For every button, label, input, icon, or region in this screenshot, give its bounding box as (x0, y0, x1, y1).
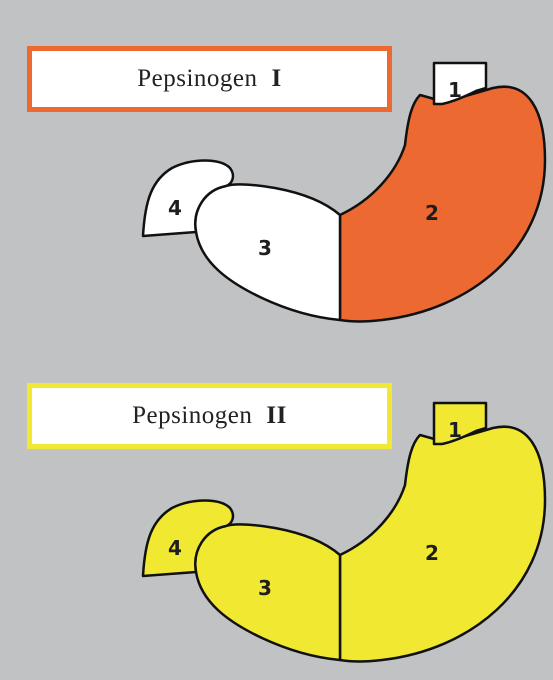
region-3-label: 3 (258, 236, 272, 260)
region-1-label: 1 (448, 78, 462, 102)
stomach-diagram-pepsinogen-i: 1 2 3 4 (0, 0, 553, 340)
region-3-label: 3 (258, 576, 272, 600)
region-2-label: 2 (425, 201, 439, 225)
region-2-label: 2 (425, 541, 439, 565)
region-1-label: 1 (448, 418, 462, 442)
region-4-label: 4 (168, 196, 182, 220)
stomach-diagram-pepsinogen-ii: 1 2 3 4 (0, 340, 553, 680)
stomach-region-2 (340, 87, 545, 322)
stomach-region-2 (340, 427, 545, 662)
region-4-label: 4 (168, 536, 182, 560)
